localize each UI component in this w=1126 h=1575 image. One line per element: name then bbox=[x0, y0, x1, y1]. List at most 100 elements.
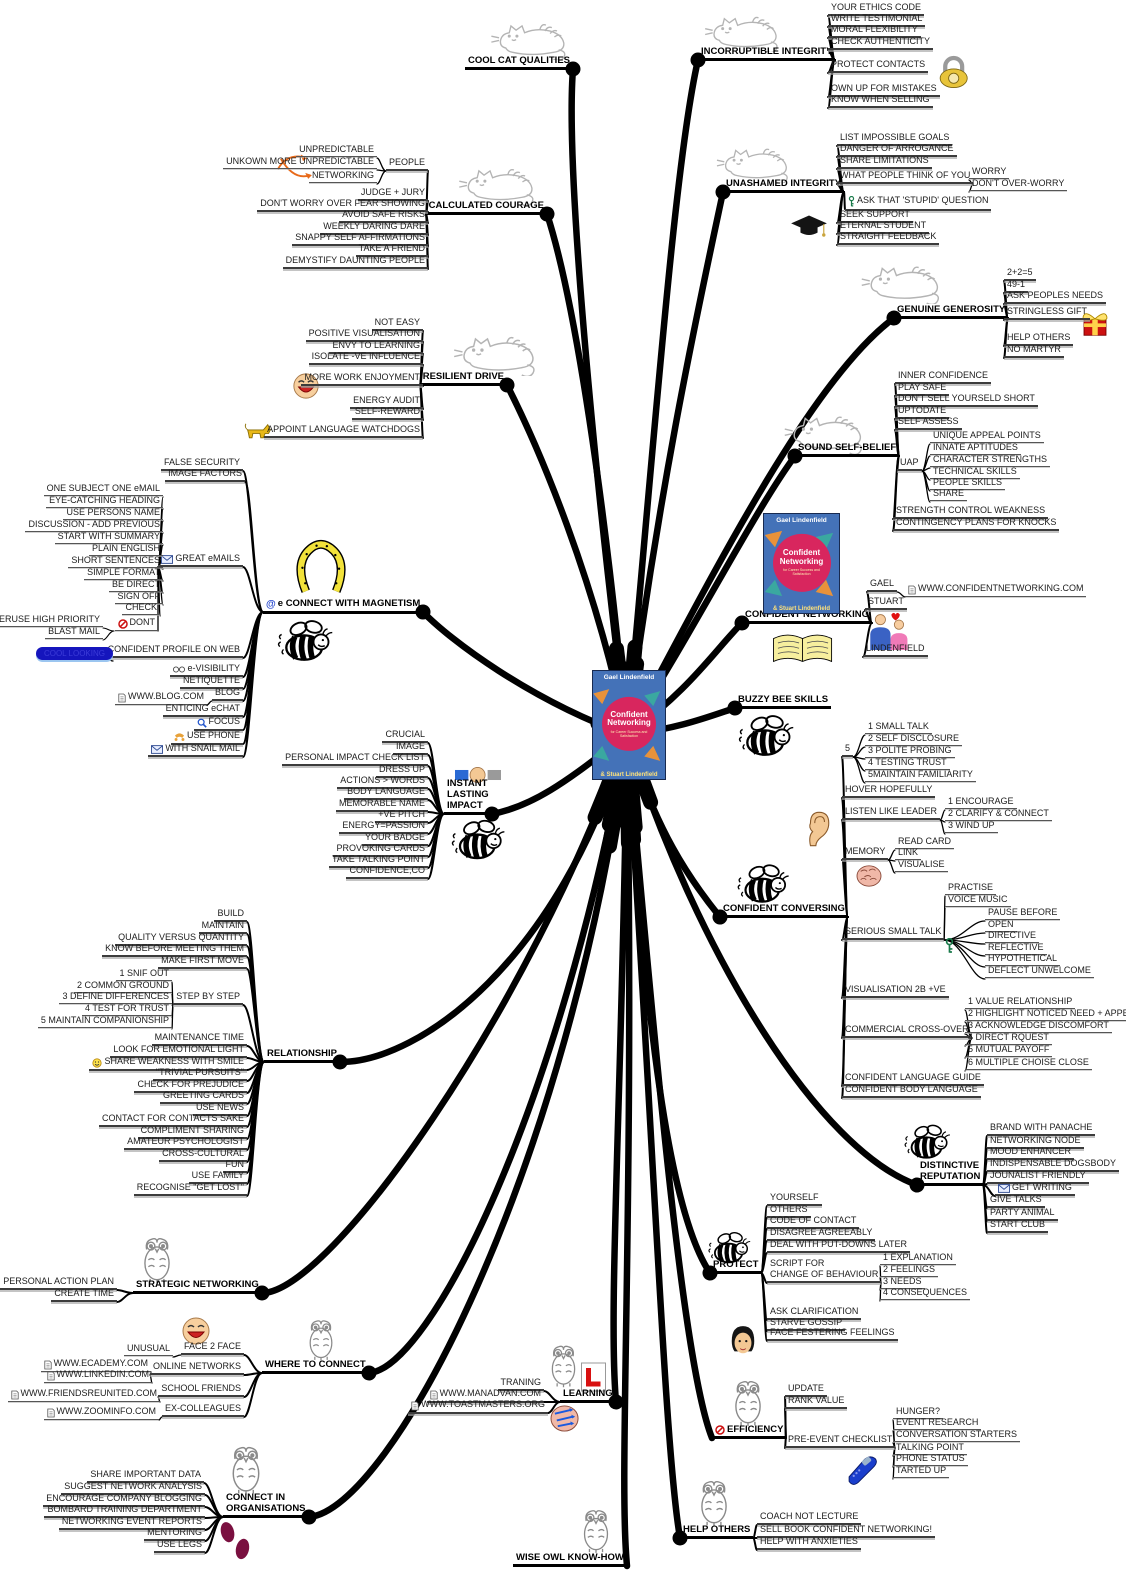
node-people[interactable]: PEOPLE bbox=[385, 157, 428, 171]
node-2-2-5[interactable]: 2+2=5 bbox=[1004, 267, 1036, 281]
node-networking[interactable]: NETWORKING bbox=[309, 170, 377, 183]
node-take-a-friend[interactable]: TAKE A FRIEND bbox=[355, 243, 428, 257]
node-eye-catching-heading[interactable]: EYE-CATCHING HEADING bbox=[46, 495, 163, 508]
node-quality-versus-quantity[interactable]: QUALITY VERSUS QUANTITY bbox=[115, 932, 247, 946]
node-jounalist-friendly[interactable]: JOUNALIST FRIENDLY bbox=[987, 1170, 1089, 1184]
node-www-linkedin-com[interactable]: WWW.LINKEDIN.COM bbox=[43, 1369, 152, 1383]
node-know-when-selling[interactable]: KNOW WHEN SELLING bbox=[828, 94, 933, 108]
node-4-test-for-trust[interactable]: 4 TEST FOR TRUST bbox=[81, 1003, 172, 1016]
node-dress-up[interactable]: DRESS UP bbox=[375, 764, 428, 778]
node-unusual[interactable]: UNUSUAL bbox=[123, 1343, 173, 1356]
node-3-needs[interactable]: 3 NEEDS bbox=[880, 1276, 925, 1289]
node-stringless-gift[interactable]: STRINGLESS GIFT bbox=[1004, 306, 1091, 320]
node-disagree-agreeably[interactable]: DISAGREE AGREEABLY bbox=[767, 1227, 876, 1241]
node-sell-book-confident-networking[interactable]: SELL BOOK CONFIDENT NETWORKING! bbox=[757, 1524, 936, 1538]
node-energy-passion[interactable]: ENERGY=PASSION bbox=[339, 820, 428, 834]
node-great-emails[interactable]: GREAT eMAILS bbox=[158, 553, 243, 568]
node-2-common-ground[interactable]: 2 COMMON GROUND bbox=[74, 980, 172, 993]
node-short-sentences[interactable]: SHORT SENTENCES bbox=[68, 555, 163, 568]
node-conversation-starters[interactable]: CONVERSATION STARTERS bbox=[893, 1429, 1021, 1442]
node-discussion-add-previous[interactable]: DISCUSSION - ADD PREVIOUS bbox=[25, 519, 163, 532]
node-party-animal[interactable]: PARTY ANIMAL bbox=[987, 1207, 1058, 1221]
node-one-subject-one-email[interactable]: ONE SUBJECT ONE eMAIL bbox=[43, 483, 163, 496]
node-www-manadvan-com[interactable]: WWW.MANADVAN.COM bbox=[426, 1388, 544, 1403]
node-unpredictable[interactable]: UNPREDICTABLE bbox=[296, 144, 377, 157]
node-49-1[interactable]: 49-1 bbox=[1004, 279, 1029, 293]
node-starve-gossip[interactable]: STARVE GOSSIP bbox=[767, 1317, 846, 1331]
node-enticing-echat[interactable]: ENTICING eCHAT bbox=[162, 703, 243, 717]
node-compliment-sharing[interactable]: COMPLIMENT SHARING bbox=[137, 1125, 247, 1139]
node-blast-mail[interactable]: BLAST MAIL bbox=[45, 626, 103, 639]
node-traning[interactable]: TRANING bbox=[497, 1377, 544, 1391]
node-confident-body-language[interactable]: CONFIDENT BODY LANGUAGE bbox=[842, 1084, 981, 1098]
node-phone-status[interactable]: PHONE STATUS bbox=[893, 1453, 968, 1466]
node-contingency-plans-for-knocks[interactable]: CONTINGENCY PLANS FOR KNOCKS bbox=[893, 517, 1060, 531]
node-use-family[interactable]: USE FAMILY bbox=[188, 1170, 247, 1184]
node-more-work-enjoyment[interactable]: MORE WORK ENJOYMENT bbox=[301, 372, 423, 386]
node-dont[interactable]: DONT bbox=[114, 617, 158, 631]
node-e-visibility[interactable]: e-VISIBILITY bbox=[170, 663, 243, 677]
node-demystify-daunting-people[interactable]: DEMYSTIFY DAUNTING PEOPLE bbox=[282, 255, 428, 269]
node-deal-with-put-downs-later[interactable]: DEAL WITH PUT-DOWNS LATER bbox=[767, 1239, 911, 1253]
node-4-testing-trust[interactable]: 4 TESTING TRUST bbox=[865, 757, 950, 770]
node-ask-peoples-needs[interactable]: ASK PEOPLES NEEDS bbox=[1004, 290, 1107, 304]
node-crucial[interactable]: CRUCIAL bbox=[382, 729, 428, 743]
node-ask-clarification[interactable]: ASK CLARIFICATION bbox=[767, 1306, 862, 1320]
node-give-talks[interactable]: GIVE TALKS bbox=[987, 1194, 1045, 1208]
node-visualise[interactable]: VISUALISE bbox=[895, 859, 948, 872]
node-provoking-cards[interactable]: PROVOKING CARDS bbox=[333, 843, 428, 857]
node-protect[interactable]: PROTECT bbox=[710, 1259, 762, 1274]
node-ve-pitch[interactable]: +VE PITCH bbox=[375, 809, 428, 823]
node-efficiency[interactable]: EFFICIENCY bbox=[712, 1424, 787, 1440]
node-5[interactable]: 5 bbox=[842, 743, 854, 757]
node-play-safe[interactable]: PLAY SAFE bbox=[895, 382, 950, 396]
node-uptodate[interactable]: UPTODATE bbox=[895, 405, 950, 419]
node-cool-cat-qualities[interactable]: COOL CAT QUALITIES bbox=[464, 55, 573, 70]
node-own-up-for-mistakes[interactable]: OWN UP FOR MISTAKES bbox=[828, 83, 940, 97]
node-write-testimonial[interactable]: WRITE TESTIMONIAL bbox=[828, 13, 926, 27]
node-check-authenticity[interactable]: CHECK AUTHENTICITY bbox=[828, 36, 934, 50]
node-share-important-data[interactable]: SHARE IMPORTANT DATA bbox=[87, 1469, 204, 1483]
node-1-snif-out[interactable]: 1 SNIF OUT bbox=[116, 968, 172, 981]
node-e-connect-with-magnetism[interactable]: e CONNECT WITH MAGNETISM bbox=[263, 598, 424, 614]
node-confident-profile-on-web[interactable]: CONFIDENT PROFILE ON WEB bbox=[104, 644, 243, 658]
node-hover-hopefully[interactable]: HOVER HOPEFULLY bbox=[842, 784, 936, 798]
node-instant-lasting-impact[interactable]: INSTANT LASTING IMPACT bbox=[444, 778, 492, 815]
node-character-strengths[interactable]: CHARACTER STRENGTHS bbox=[930, 454, 1051, 467]
node-positive-visualisation[interactable]: POSITIVE VISUALISATION bbox=[305, 328, 423, 342]
node-www-friendsreunited-com[interactable]: WWW.FRIENDSREUNITED.COM bbox=[7, 1388, 160, 1402]
node-2-clarify-connect[interactable]: 2 CLARIFY & CONNECT bbox=[945, 808, 1052, 821]
node-technical-skills[interactable]: TECHNICAL SKILLS bbox=[930, 466, 1020, 479]
node-directive[interactable]: DIRECTIVE bbox=[985, 930, 1040, 943]
node-with-snail-mail[interactable]: WITH SNAIL MAIL bbox=[148, 743, 243, 758]
node-share-weakness-with-smile[interactable]: SHARE WEAKNESS WITH SMILE bbox=[89, 1056, 247, 1071]
node-get-writing[interactable]: GET WRITING bbox=[995, 1182, 1075, 1197]
node-worry[interactable]: WORRY bbox=[969, 166, 1010, 179]
node-3-wind-up[interactable]: 3 WIND UP bbox=[945, 820, 998, 833]
node-pre-event-checklist[interactable]: PRE-EVENT CHECKLIST bbox=[785, 1434, 896, 1448]
node-blog[interactable]: BLOG bbox=[211, 687, 243, 701]
node-2-highlight-noticed-need-appeal[interactable]: 2 HIGHLIGHT NOTICED NEED + APPEAL bbox=[965, 1008, 1126, 1021]
node-start-club[interactable]: START CLUB bbox=[987, 1219, 1049, 1233]
node-help-others[interactable]: HELP OTHERS bbox=[1004, 332, 1074, 346]
node-visualisation-2b-ve[interactable]: VISUALISATION 2B +VE bbox=[842, 984, 949, 998]
node-unique-appeal-points[interactable]: UNIQUE APPEAL POINTS bbox=[930, 430, 1044, 443]
node-event-research[interactable]: EVENT RESEARCH bbox=[893, 1417, 982, 1430]
node-start-with-summary[interactable]: START WITH SUMMARY bbox=[54, 531, 163, 544]
node-overuse-high-priority[interactable]: OVERUSE HIGH PRIORITY bbox=[0, 614, 103, 627]
node-4-direct-rquest[interactable]: 4 DIRECT RQUEST bbox=[965, 1032, 1052, 1045]
node-yourself[interactable]: YOURSELF bbox=[767, 1192, 822, 1206]
node-confidence-co[interactable]: CONFIDENCE,CO bbox=[346, 865, 428, 879]
node-networking-event-reports[interactable]: NETWORKING EVENT REPORTS bbox=[58, 1516, 205, 1530]
node-inner-confidence[interactable]: INNER CONFIDENCE bbox=[895, 370, 992, 384]
node-rank-value[interactable]: RANK VALUE bbox=[785, 1395, 848, 1409]
node-update[interactable]: UPDATE bbox=[785, 1383, 827, 1397]
node-sound-self-belief[interactable]: SOUND SELF-BELIEF bbox=[795, 442, 900, 457]
node-ask-that-stupid-question[interactable]: ASK THAT 'STUPID' QUESTION bbox=[845, 195, 992, 211]
node-deflect-unwelcome[interactable]: DEFLECT UNWELCOME bbox=[985, 965, 1094, 978]
node-your-ethics-code[interactable]: YOUR ETHICS CODE bbox=[828, 2, 925, 16]
node-www-zoominfo-com[interactable]: WWW.ZOOMINFO.COM bbox=[43, 1406, 159, 1420]
node-look-for-emotional-light[interactable]: LOOK FOR EMOTIONAL LIGHT bbox=[110, 1044, 247, 1058]
node-straight-feedback[interactable]: STRAIGHT FEEDBACK bbox=[837, 231, 940, 245]
node-body-language[interactable]: BODY LANGUAGE bbox=[344, 786, 428, 800]
